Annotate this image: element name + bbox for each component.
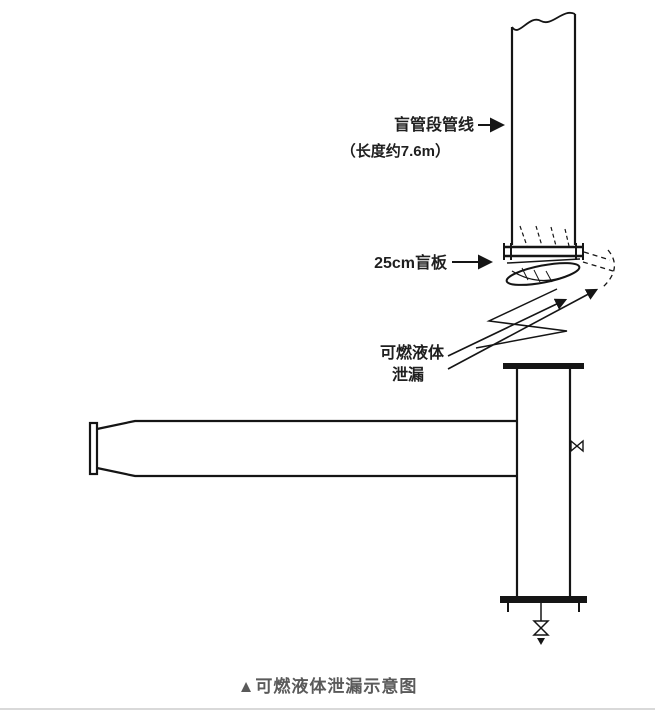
hidden-bolt-lines	[519, 225, 570, 247]
side-valve	[570, 439, 584, 453]
lower-pipe-assembly	[503, 363, 584, 596]
figure-caption: ▲可燃液体泄漏示意图	[237, 677, 418, 696]
leak-arrows	[447, 288, 599, 370]
leak-zigzag	[475, 288, 568, 349]
left-flange	[88, 421, 99, 476]
leak-spray-dashed	[582, 249, 615, 288]
arrow-leak-1	[447, 298, 568, 357]
label-leak-line1: 可燃液体	[380, 343, 445, 362]
horizontal-pipe	[88, 419, 517, 478]
bottom-flange	[500, 596, 587, 612]
drain-valve	[532, 603, 550, 645]
blind-plate	[505, 258, 581, 286]
top-blind-pipe	[510, 11, 577, 245]
label-leak-line2: 泄漏	[392, 365, 424, 384]
upper-flange-bar	[503, 363, 584, 369]
pipe-leak-diagram: 盲管段管线 （长度约7.6m） 25cm盲板 可燃液体 泄漏	[88, 11, 615, 645]
arrow-leak-2	[447, 288, 599, 370]
label-arrows	[452, 117, 505, 270]
label-blind-pipe-length: （长度约7.6m）	[341, 142, 450, 160]
blind-flange	[503, 225, 584, 260]
label-blind-plate: 25cm盲板	[374, 253, 448, 272]
label-blind-pipe: 盲管段管线	[394, 115, 474, 134]
